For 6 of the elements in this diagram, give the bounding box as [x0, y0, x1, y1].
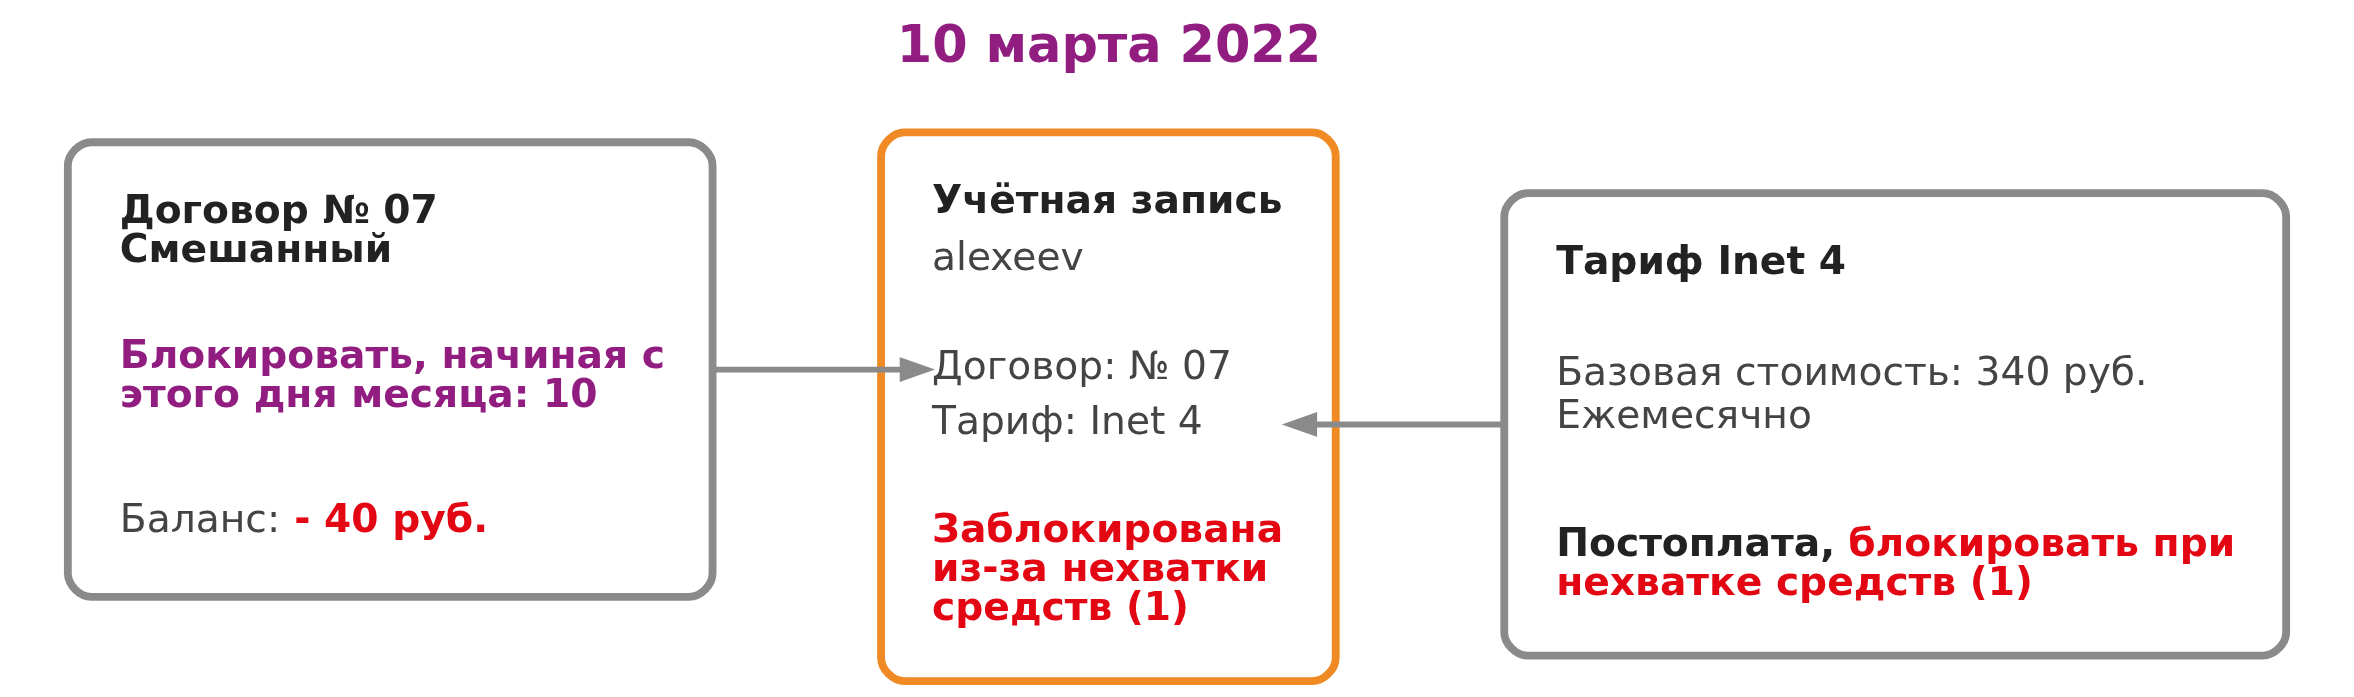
node-label: 10 марта 2022 — [896, 15, 1322, 75]
node-box: Тариф Inet 4 Базовая стоимость: 340 руб. Ежемесячно Постоплата, блокировать при нехватке средств (1) — [1500, 189, 2291, 660]
node-box: Договор № 07 Смешанный Блокировать, начиная с этого дня месяца: 10 Баланс: - 40 руб. — [63, 138, 717, 601]
arrow — [712, 357, 936, 382]
node-box: Учётная запись alexeev Договор: № 07 Тариф: Inet 4 Заблокирована из-за нехватки средств (1) — [877, 128, 1340, 686]
arrow — [1281, 412, 1504, 437]
